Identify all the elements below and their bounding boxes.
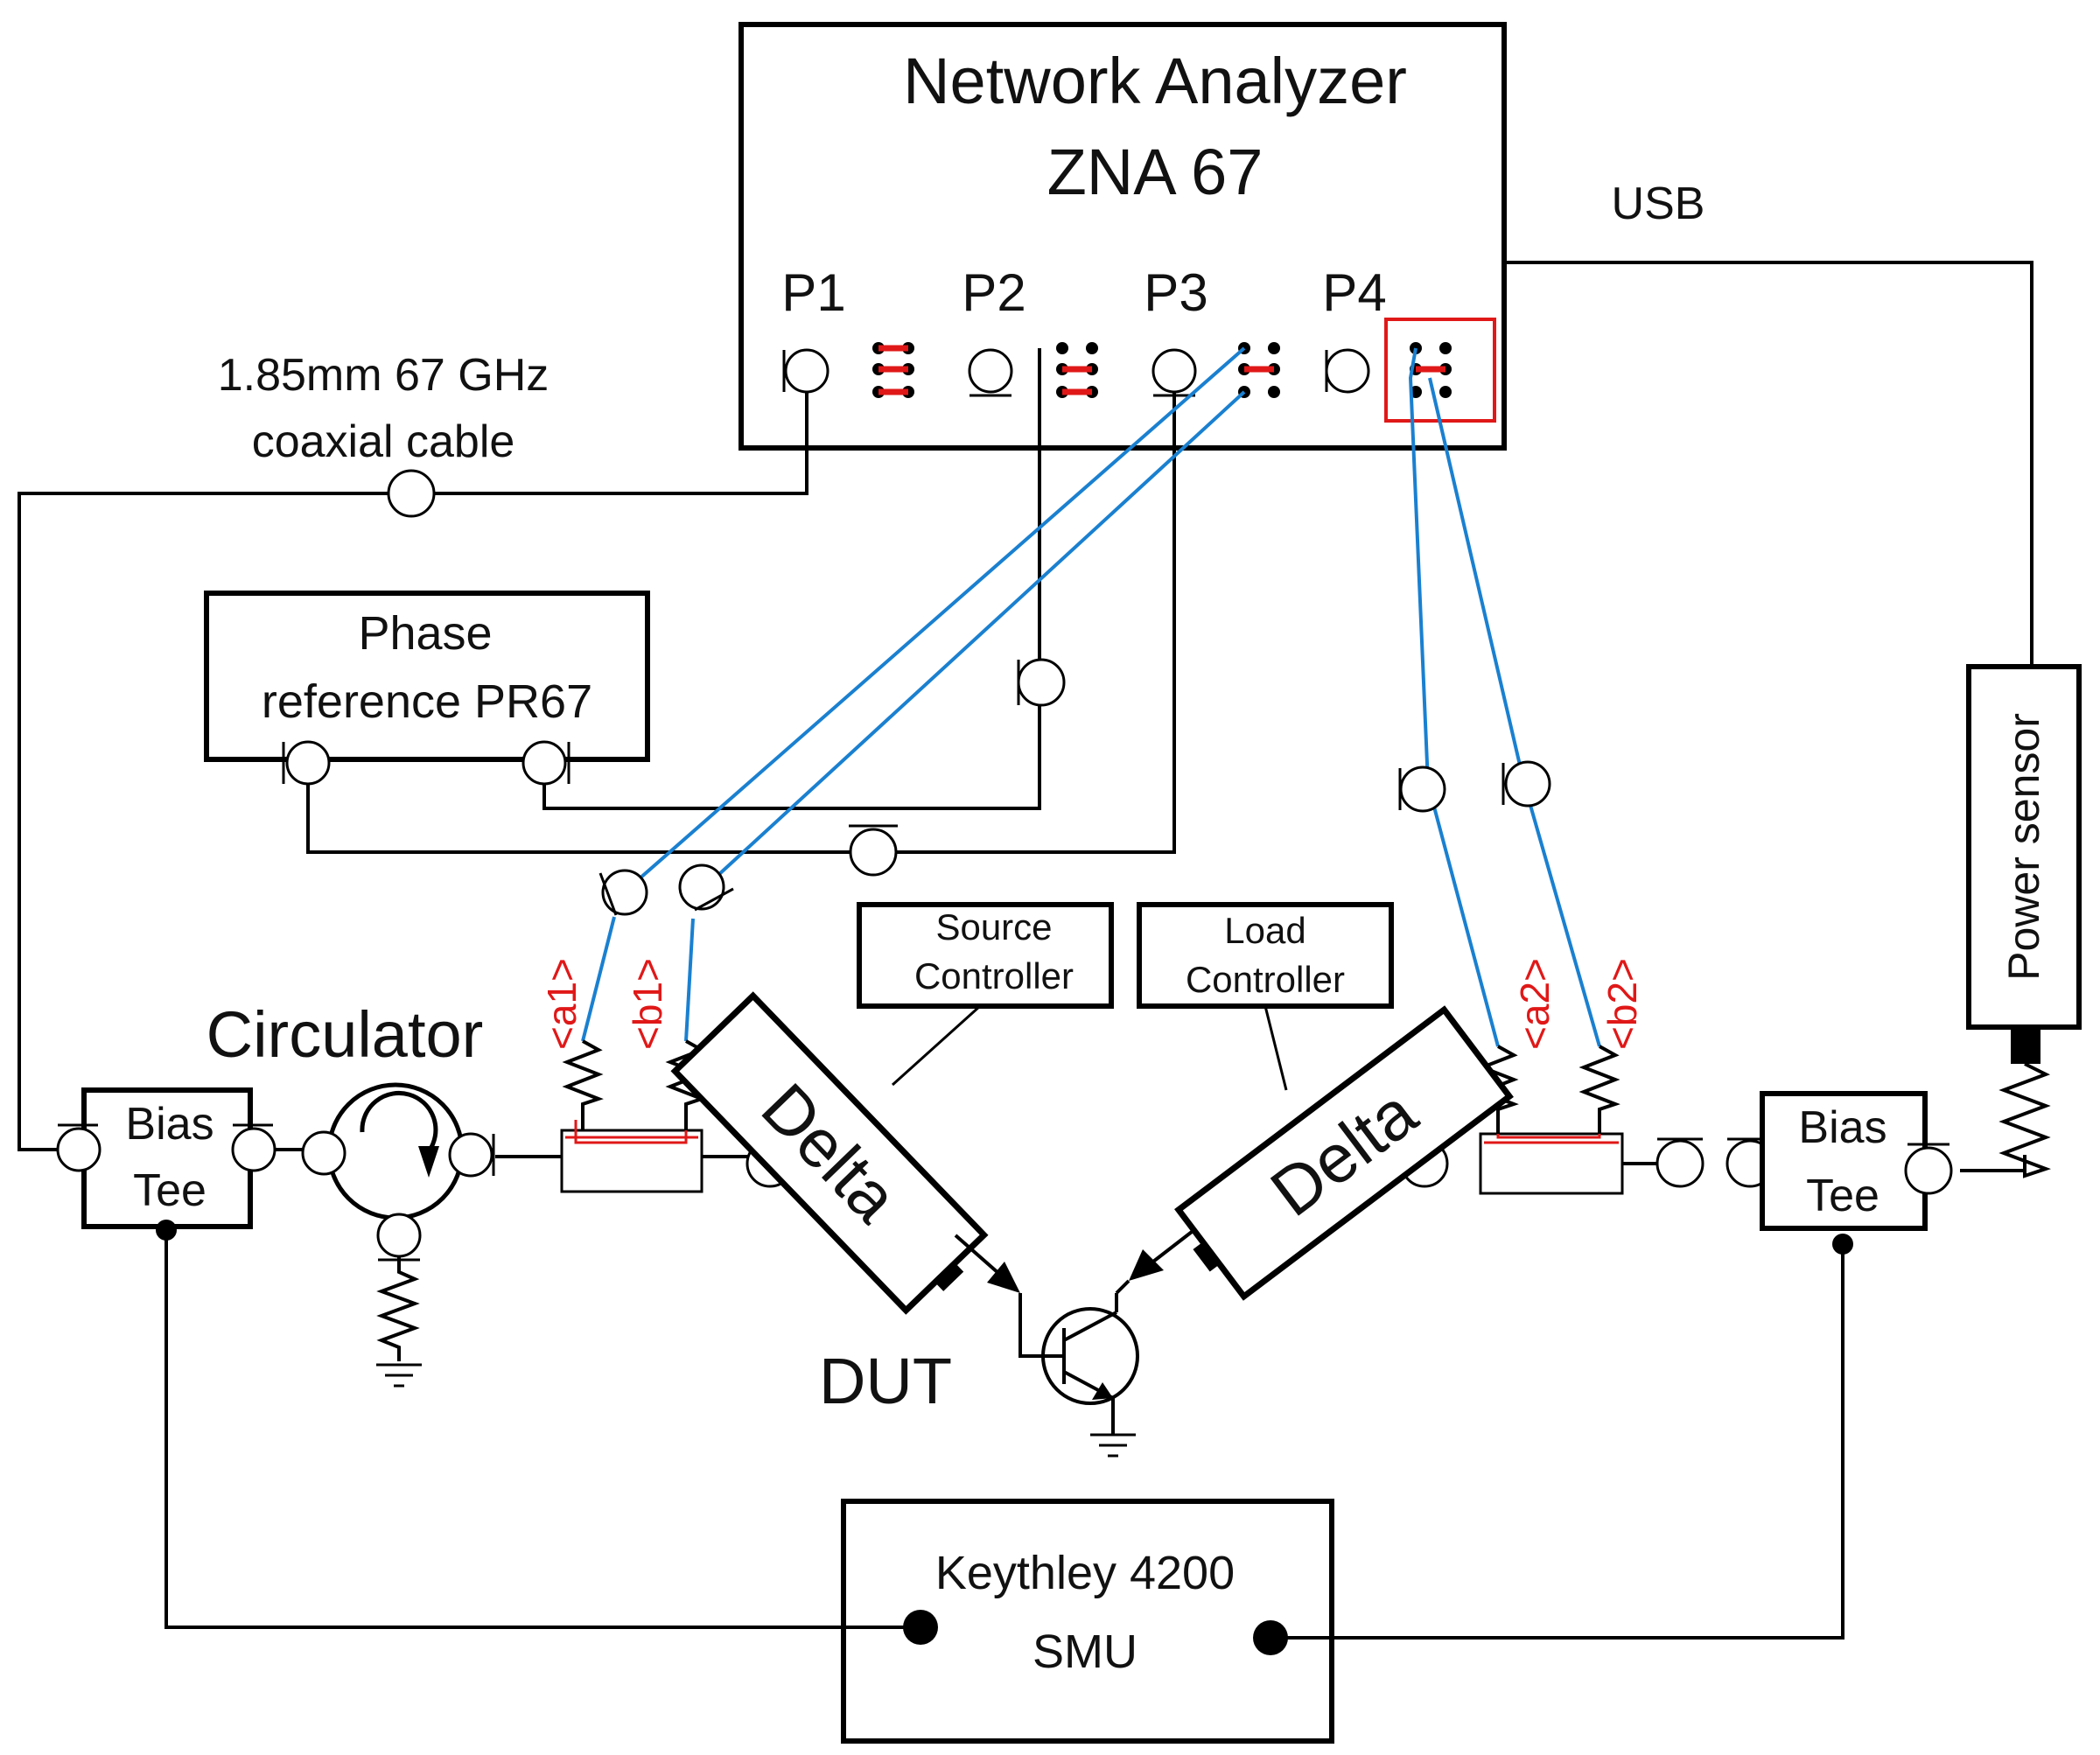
load-arrow-icon [1129,1249,1164,1281]
source-arrow-shaft [954,1234,1001,1276]
port-label-p1: P1 [781,263,845,322]
smu-box [841,1499,1334,1744]
circulator-port-bottom [376,1213,422,1258]
p1-coaxial-cable [18,392,808,1151]
usb-cable [1504,261,2034,667]
cable-label-line2: coaxial cable [252,416,515,467]
power-sensor-head [2011,1029,2040,1064]
phase-reference-connector-right [522,740,567,786]
b2-connector [1504,760,1551,808]
power-sensor-resistor-icon [1998,1062,2051,1178]
port-p4-connector [1325,348,1370,394]
a1-coupler-cable [630,346,1246,887]
a2-connector [1399,766,1446,813]
coupler-label-b1: <b1> [625,958,670,1050]
bias-tee-left-line1: Bias [125,1099,214,1150]
usb-label: USB [1612,178,1705,229]
bias-tee-right-line2: Tee [1806,1171,1880,1221]
network-analyzer-box [738,22,1507,451]
p2-jumper-block [1056,342,1098,398]
delta-load-body [1174,1005,1514,1301]
b2-coupler-cable [1428,377,1601,1047]
p1-jumper-block [872,342,914,398]
port-p2-connector [968,348,1013,397]
bias-tee-left: Bias Tee [56,1087,276,1241]
cable-label-line1: 1.85mm 67 GHz [218,350,550,401]
circulator-label: Circulator [206,998,484,1071]
power-sensor-box [1966,664,2082,1030]
network-analyzer-model: ZNA 67 [1047,136,1264,208]
power-sensor: Power sensor [1966,664,2082,1178]
p3-jumper-block [1238,342,1280,398]
coupler-right-output-connector [1656,1139,1704,1188]
smu: Keythley 4200 SMU [841,1499,1334,1744]
dut-transistor-icon [1018,1279,1139,1458]
network-analyzer: Network Analyzer ZNA 67 P1 P2 P3 P4 [738,22,1507,451]
port-label-p2: P2 [962,263,1026,322]
dut-label: DUT [819,1345,952,1417]
circulator [301,1082,495,1388]
bias-tee-right: Bias Tee [1726,1091,1953,1255]
phase-reference: Phase reference PR67 [204,591,650,786]
phase-reference-line2: reference PR67 [262,675,592,728]
cable-connector-icon [387,469,436,518]
port-label-p4: P4 [1322,263,1386,322]
load-controller-link [1264,1005,1288,1091]
smu-line1: Keythley 4200 [935,1547,1235,1599]
source-controller-line1: Source [935,906,1052,947]
dc-bias-line-right [1270,1244,1844,1640]
circulator-termination-resistor-icon [376,1256,420,1361]
p3-cable-connector [849,828,898,877]
source-controller: Source Controller [857,902,1114,1009]
coupler-label-a1: <a1> [539,958,584,1050]
smu-line2: SMU [1032,1626,1138,1678]
power-sensor-label: Power sensor [1999,713,2048,981]
rf-path-segment-5 [1960,1155,2026,1172]
b1-connector [678,864,725,911]
circulator-body [326,1082,465,1220]
coupler-label-a2: <a2> [1512,958,1558,1050]
b1-coupler-drop [684,918,695,1042]
bias-tee-left-connector-in [56,1127,102,1172]
source-arrow-icon [987,1262,1020,1293]
dc-bias-line-left [164,1230,920,1629]
bias-tee-right-connector-out [1904,1146,1953,1195]
coupler-label-b2: <b2> [1600,958,1645,1050]
port-label-p3: P3 [1144,263,1208,322]
coupler-a1-resistor-icon [562,1039,604,1130]
bias-tee-left-line2: Tee [133,1165,206,1216]
circulator-port-right [448,1132,494,1178]
source-controller-link [891,1004,982,1087]
phase-reference-box [204,591,650,762]
b1-coupler-cable [705,390,1246,887]
load-arrow-shaft [1152,1230,1194,1263]
delta-tuner-load: Delta [1174,1005,1514,1301]
bias-tee-left-connector-out [231,1127,276,1172]
coupler-left-body [560,1129,704,1193]
p2-cable-connector [1017,658,1066,707]
coupler-b2-resistor-icon [1578,1045,1620,1134]
phase-reference-line1: Phase [358,607,492,660]
port-p1-connector [782,348,830,394]
a1-coupler-drop [581,916,616,1042]
load-controller-line1: Load [1224,910,1306,951]
network-analyzer-title: Network Analyzer [903,45,1407,117]
source-controller-line2: Controller [914,955,1074,996]
a1-connector [601,869,648,916]
a2-coupler-cable [1408,347,1500,1047]
source-controller-box [857,902,1114,1009]
circulator-arrow-icon [418,1146,439,1178]
phase-reference-connector-left [285,740,331,786]
bias-tee-right-line1: Bias [1798,1102,1886,1153]
circulator-port-left [301,1130,346,1176]
load-controller-line2: Controller [1186,959,1345,1000]
load-controller: Load Controller [1137,902,1394,1009]
